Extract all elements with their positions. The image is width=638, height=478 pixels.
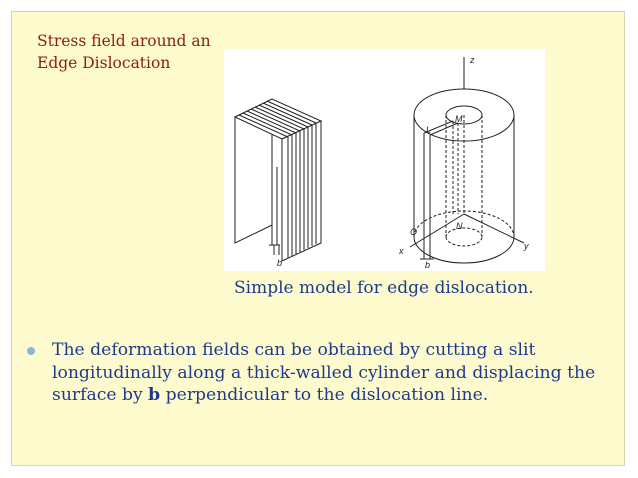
label-O: O xyxy=(410,227,417,237)
slide-title: Stress field around an Edge Dislocation xyxy=(37,30,211,74)
label-x: x xyxy=(398,246,404,256)
bullet-bold-b: b xyxy=(148,385,161,405)
label-b-right: b xyxy=(425,260,430,270)
dislocation-diagram: b z M L O N x y b xyxy=(233,55,529,270)
label-y: y xyxy=(523,241,529,251)
title-line-2: Edge Dislocation xyxy=(37,54,171,72)
title-line-1: Stress field around an xyxy=(37,32,211,50)
label-L: L xyxy=(426,125,431,135)
bullet-text: The deformation fields can be obtained b… xyxy=(52,339,612,407)
bullet-text-part-2: perpendicular to the dislocation line. xyxy=(160,385,489,405)
label-N: N xyxy=(456,221,463,231)
edge-dislocation-figure: b z M L O N x y b xyxy=(224,49,545,271)
thick-walled-cylinder-model xyxy=(409,57,525,264)
bullet-text-part-1: The deformation fields can be obtained b… xyxy=(52,340,596,405)
bullet-icon xyxy=(27,347,35,355)
label-z: z xyxy=(469,55,475,65)
label-b-left: b xyxy=(277,258,282,268)
label-M: M xyxy=(455,114,463,124)
figure-caption: Simple model for edge dislocation. xyxy=(234,278,534,298)
cut-block-model xyxy=(233,98,323,262)
